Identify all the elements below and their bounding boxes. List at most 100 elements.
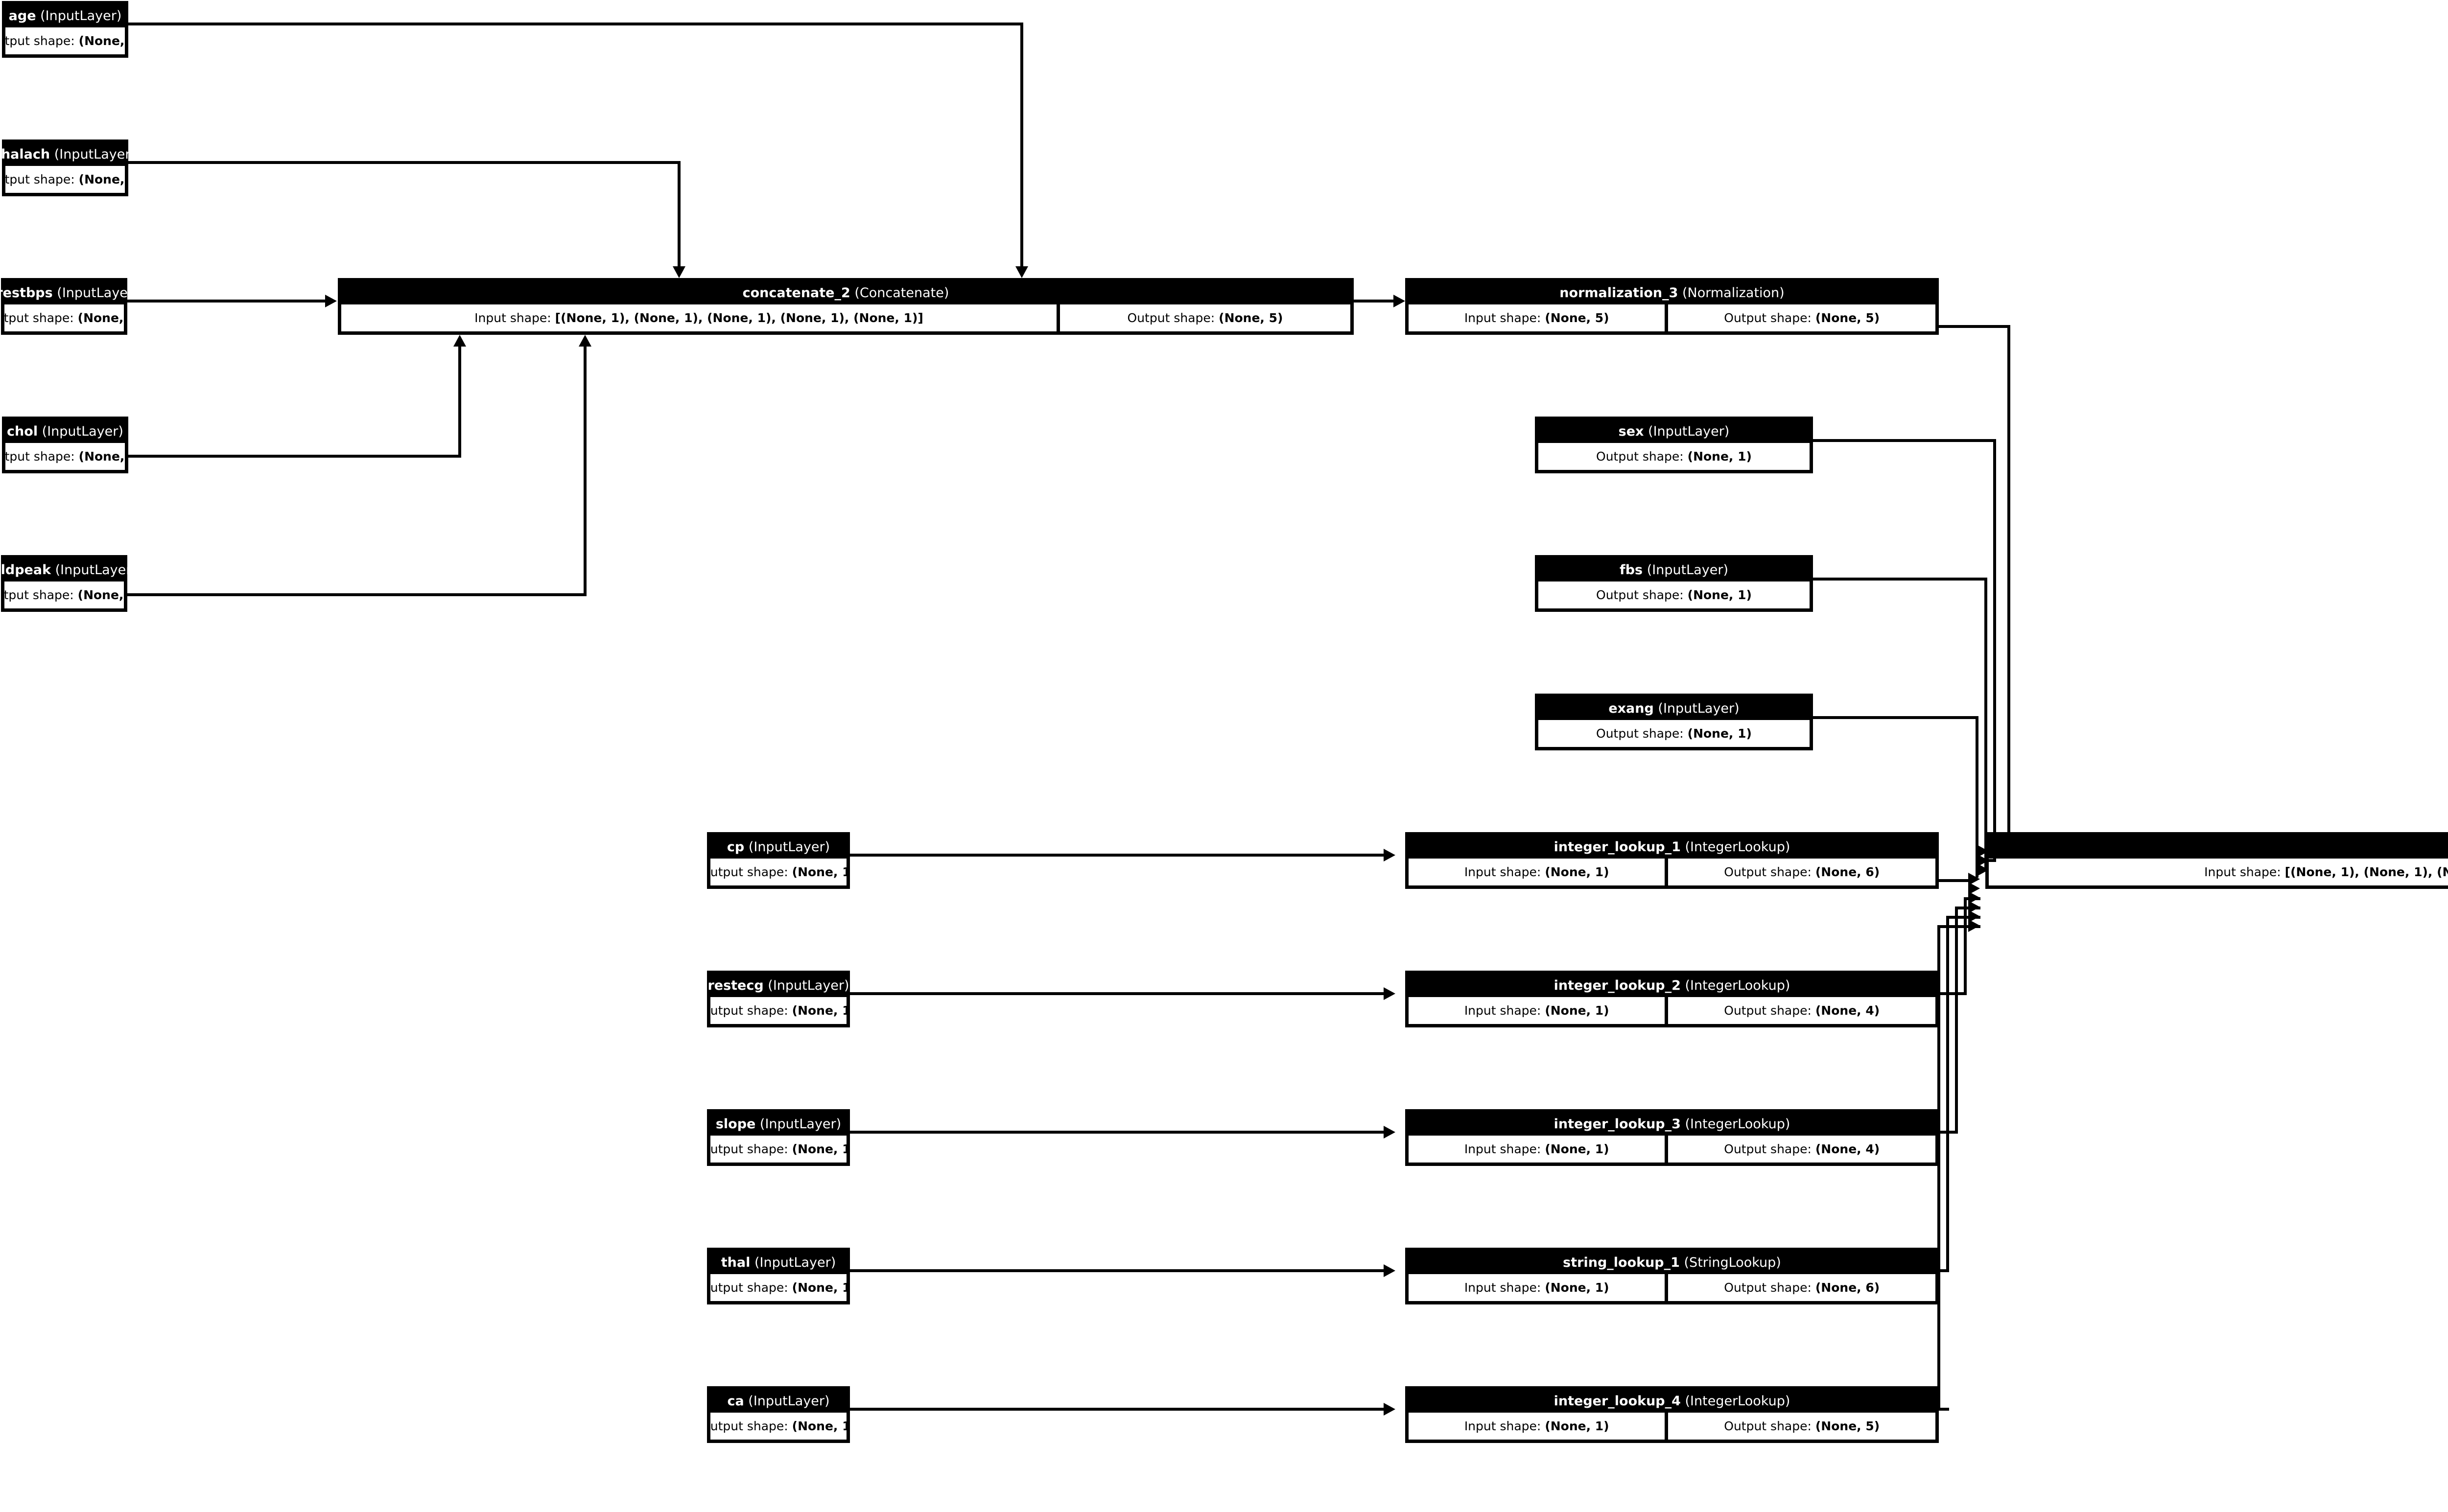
node-fbs[interactable]: fbs (InputLayer) Output shape: (None, 1): [1535, 555, 1813, 612]
node-age-output-cell: Output shape: (None, 1): [5, 27, 125, 54]
node-chol[interactable]: chol (InputLayer) Output shape: (None, 1…: [2, 417, 128, 473]
node-age-name: age: [8, 8, 36, 23]
node-concatenate-2-shapes: Input shape: [(None, 1), (None, 1), (Non…: [341, 304, 1350, 331]
node-exang-name: exang: [1608, 701, 1654, 716]
node-thalach[interactable]: thalach (InputLayer) Output shape: (None…: [0, 140, 136, 196]
edge-lookup3-to-concat3-h2: [1955, 907, 1980, 909]
edge-fbs-to-concat3-v: [1984, 578, 1987, 868]
node-fbs-name: fbs: [1619, 562, 1643, 578]
edge-lookup1-to-concat3-h1: [1939, 879, 1971, 882]
node-string-lookup-1-type: (StringLookup): [1684, 1255, 1781, 1270]
node-restecg-name: restecg: [707, 978, 764, 993]
node-integer-lookup-4-input-value: (None, 1): [1545, 1419, 1609, 1433]
node-trestbps-title: trestbps (InputLayer): [0, 281, 139, 304]
node-integer-lookup-4[interactable]: integer_lookup_4 (IntegerLookup) Input s…: [1405, 1386, 1939, 1443]
edge-age-to-concat2-v: [1020, 23, 1023, 267]
edge-restecg-to-lookup2-h: [850, 992, 1385, 995]
edge-thalach-to-concat2-h: [128, 161, 681, 164]
node-string-lookup-1[interactable]: string_lookup_1 (StringLookup) Input sha…: [1405, 1248, 1939, 1304]
node-thalach-output-value: (None, 1): [78, 172, 125, 186]
output-shape-label: Output shape:: [1596, 726, 1684, 741]
input-shape-label: Input shape:: [1464, 865, 1541, 879]
output-shape-label: Output shape:: [5, 34, 75, 48]
edge-chol-to-concat2-v: [458, 346, 461, 458]
output-shape-label: Output shape:: [710, 1280, 788, 1295]
edge-norm3-to-concat3-h1: [1939, 325, 2010, 328]
node-normalization-3-name: normalization_3: [1559, 285, 1678, 301]
node-restecg[interactable]: restecg (InputLayer) Output shape: (None…: [707, 971, 850, 1027]
input-shape-label: Input shape:: [474, 311, 551, 325]
output-shape-label: Output shape:: [1724, 1280, 1812, 1295]
node-normalization-3-output-cell: Output shape: (None, 5): [1668, 304, 1936, 331]
output-shape-label: Output shape:: [1724, 311, 1812, 325]
input-shape-label: Input shape:: [1464, 311, 1541, 325]
node-integer-lookup-1-output-value: (None, 6): [1815, 865, 1880, 879]
edge-trestbps-to-concat2-h: [127, 300, 326, 302]
node-integer-lookup-1-name: integer_lookup_1: [1554, 839, 1681, 855]
node-concatenate-3[interactable]: concatenate_3 (Concatenate) Input shape:…: [1985, 832, 2448, 889]
node-thal-type: (InputLayer): [754, 1255, 836, 1270]
edge-lookup4-to-concat3-h2: [1937, 925, 1980, 928]
edge-trestbps-arrowhead: [325, 295, 337, 307]
node-age-type: (InputLayer): [40, 8, 122, 23]
node-cp-type: (InputLayer): [748, 839, 830, 855]
node-thalach-title: thalach (InputLayer): [0, 143, 136, 166]
node-chol-title: chol (InputLayer): [5, 420, 125, 443]
edge-age-to-concat2-h: [128, 23, 1023, 25]
node-oldpeak-title: oldpeak (InputLayer): [0, 558, 137, 582]
node-thal[interactable]: thal (InputLayer) Output shape: (None, 1…: [707, 1248, 850, 1304]
edge-ca-arrowhead: [1384, 1403, 1395, 1416]
node-exang-output-value: (None, 1): [1687, 726, 1752, 741]
node-normalization-3[interactable]: normalization_3 (Normalization) Input sh…: [1405, 278, 1939, 335]
node-integer-lookup-1-shapes: Input shape: (None, 1) Output shape: (No…: [1409, 859, 1936, 885]
node-thalach-shapes: Output shape: (None, 1): [5, 166, 125, 193]
node-integer-lookup-1[interactable]: integer_lookup_1 (IntegerLookup) Input s…: [1405, 832, 1939, 889]
node-normalization-3-title: normalization_3 (Normalization): [1409, 281, 1935, 304]
node-string-lookup-1-input-cell: Input shape: (None, 1): [1409, 1274, 1665, 1301]
node-exang[interactable]: exang (InputLayer) Output shape: (None, …: [1535, 694, 1813, 750]
input-shape-label: Input shape:: [2204, 865, 2281, 879]
edge-norm3-to-concat3-v: [2007, 325, 2010, 853]
node-restecg-output-value: (None, 1): [792, 1003, 847, 1018]
node-trestbps-name: trestbps: [0, 285, 53, 301]
node-normalization-3-input-cell: Input shape: (None, 5): [1409, 304, 1665, 331]
node-integer-lookup-3-input-value: (None, 1): [1545, 1142, 1609, 1156]
edge-slope-arrowhead: [1384, 1126, 1395, 1139]
node-integer-lookup-2[interactable]: integer_lookup_2 (IntegerLookup) Input s…: [1405, 971, 1939, 1027]
output-shape-label: Output shape:: [710, 865, 788, 879]
node-fbs-output-cell: Output shape: (None, 1): [1538, 582, 1810, 608]
output-shape-label: Output shape:: [5, 172, 75, 186]
node-integer-lookup-2-output-cell: Output shape: (None, 4): [1668, 997, 1936, 1024]
edge-concat2-to-norm3-arrowhead: [1393, 295, 1405, 307]
node-integer-lookup-2-name: integer_lookup_2: [1554, 978, 1681, 993]
node-age-shapes: Output shape: (None, 1): [5, 27, 125, 54]
node-age[interactable]: age (InputLayer) Output shape: (None, 1): [2, 1, 128, 58]
node-integer-lookup-3[interactable]: integer_lookup_3 (IntegerLookup) Input s…: [1405, 1109, 1939, 1166]
node-trestbps[interactable]: trestbps (InputLayer) Output shape: (Non…: [0, 278, 139, 335]
edge-thal-arrowhead: [1384, 1264, 1395, 1277]
node-integer-lookup-4-type: (IntegerLookup): [1685, 1394, 1790, 1409]
node-ca[interactable]: ca (InputLayer) Output shape: (None, 1): [707, 1386, 850, 1443]
node-chol-type: (InputLayer): [42, 424, 123, 439]
node-chol-output-value: (None, 1): [78, 449, 125, 464]
node-restecg-title: restecg (InputLayer): [707, 974, 849, 997]
node-integer-lookup-2-input-cell: Input shape: (None, 1): [1409, 997, 1665, 1024]
node-concatenate-3-title: concatenate_3 (Concatenate): [1989, 836, 2448, 859]
node-oldpeak-type: (InputLayer): [55, 562, 137, 578]
node-oldpeak[interactable]: oldpeak (InputLayer) Output shape: (None…: [0, 555, 137, 612]
input-shape-label: Input shape:: [1464, 1142, 1541, 1156]
edge-lookup4-arrowhead: [1968, 919, 1980, 932]
output-shape-label: Output shape:: [1596, 588, 1684, 602]
node-sex[interactable]: sex (InputLayer) Output shape: (None, 1): [1535, 417, 1813, 473]
edge-lookup2-to-concat3-h1: [1939, 992, 1967, 995]
node-integer-lookup-1-title: integer_lookup_1 (IntegerLookup): [1409, 836, 1935, 859]
node-concatenate-2-name: concatenate_2: [742, 285, 850, 301]
node-cp[interactable]: cp (InputLayer) Output shape: (None, 1): [707, 832, 850, 889]
output-shape-label: Output shape:: [1127, 311, 1215, 325]
node-slope[interactable]: slope (InputLayer) Output shape: (None, …: [707, 1109, 850, 1166]
node-concatenate-2[interactable]: concatenate_2 (Concatenate) Input shape:…: [338, 278, 1354, 335]
node-integer-lookup-2-output-value: (None, 4): [1815, 1003, 1880, 1018]
node-thal-name: thal: [721, 1255, 751, 1270]
edge-thal-to-stringlookup1-h: [850, 1269, 1385, 1272]
